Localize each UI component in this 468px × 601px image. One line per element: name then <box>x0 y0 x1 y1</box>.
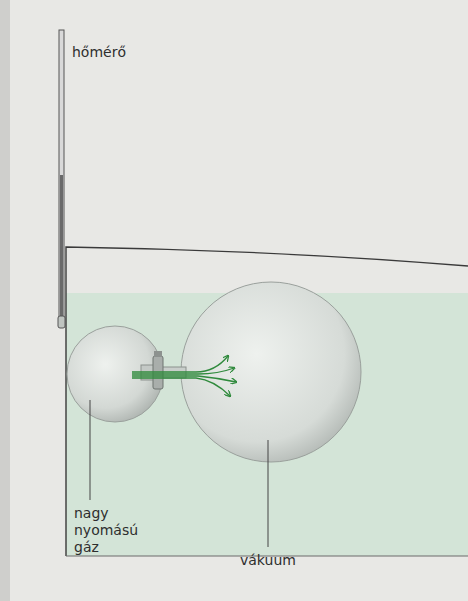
gas-label: nagy nyomású gáz <box>74 505 138 556</box>
vacuum-label: vákuum <box>240 552 296 569</box>
leader-line <box>268 440 269 547</box>
thermometer-bulb <box>58 316 65 328</box>
page-edge <box>0 0 10 601</box>
leader-line <box>90 400 91 500</box>
flow-arrows <box>132 356 236 396</box>
thermometer-column <box>60 175 63 320</box>
thermometer <box>59 30 64 320</box>
thermometer-label: hőmérő <box>72 44 126 61</box>
tank-outline <box>66 247 468 556</box>
vacuum-sphere <box>181 282 361 462</box>
valve-knob <box>154 351 162 357</box>
